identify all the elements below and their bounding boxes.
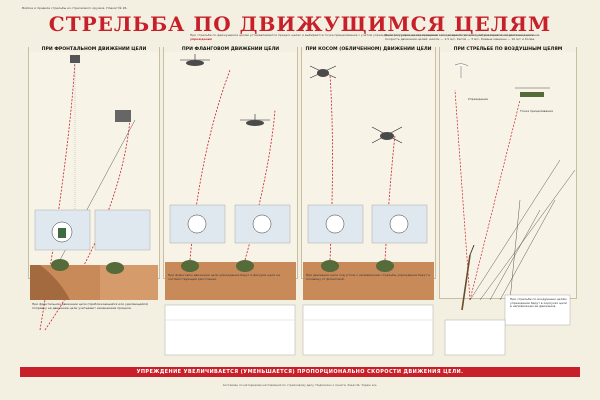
air-text: При стрельбе по воздушным целям упрежден… bbox=[510, 297, 567, 309]
middle-tables bbox=[164, 304, 434, 356]
flank-trajectory bbox=[169, 54, 291, 261]
panel-title-oblique: ПРИ КОСОМ (ОБЛИЧЕННОМ) ДВИЖЕНИИ ЦЕЛИ bbox=[302, 47, 435, 52]
air-trajectories bbox=[444, 63, 576, 356]
oblique-trajectory bbox=[307, 65, 428, 261]
oblique-text: При движении цели под углом к направлени… bbox=[306, 273, 430, 281]
intro-right-text: Величину упреждения принимают по дальнос… bbox=[385, 33, 541, 41]
intro-text: При стрельбе по движущимся целям устанав… bbox=[190, 33, 540, 41]
footer-imprint: Составлен по материалам наставления по с… bbox=[222, 383, 378, 387]
flank-text: При фланговом движении цели упреждение б… bbox=[168, 273, 280, 281]
panel-title-flank: ПРИ ФЛАНГОВОМ ДВИЖЕНИИ ЦЕЛИ bbox=[164, 47, 297, 52]
trench-frontal bbox=[30, 259, 158, 300]
air-label-2: Точка прицеливания bbox=[520, 109, 553, 113]
header-note: Войска и правила стрельбы из стрелкового… bbox=[22, 6, 128, 10]
air-label-1: Упреждение bbox=[468, 97, 488, 101]
intro-left-text: При стрельбе по движущимся целям устанав… bbox=[190, 33, 535, 37]
frontal-sights bbox=[34, 209, 151, 251]
panel-title-air: ПРИ СТРЕЛЬБЕ ПО ВОЗДУШНЫМ ЦЕЛЯМ bbox=[440, 47, 576, 52]
footer-band: УПРЕЖДЕНИЕ УВЕЛИЧИВАЕТСЯ (УМЕНЬШАЕТСЯ) П… bbox=[20, 367, 580, 377]
front-text: При фронтальном движении цели (приближаю… bbox=[32, 302, 149, 310]
intro-keyword: упреждения bbox=[190, 37, 212, 41]
panel-air: ПРИ СТРЕЛЬБЕ ПО ВОЗДУШНЫМ ЦЕЛЯМ bbox=[439, 47, 577, 299]
trench-flank bbox=[165, 260, 296, 300]
panel-title-frontal: ПРИ ФРОНТАЛЬНОМ ДВИЖЕНИИ ЦЕЛИ bbox=[29, 47, 159, 52]
page-title: СТРЕЛЬБА ПО ДВИЖУЩИМСЯ ЦЕЛЯМ bbox=[48, 12, 552, 36]
trench-oblique bbox=[303, 260, 434, 300]
